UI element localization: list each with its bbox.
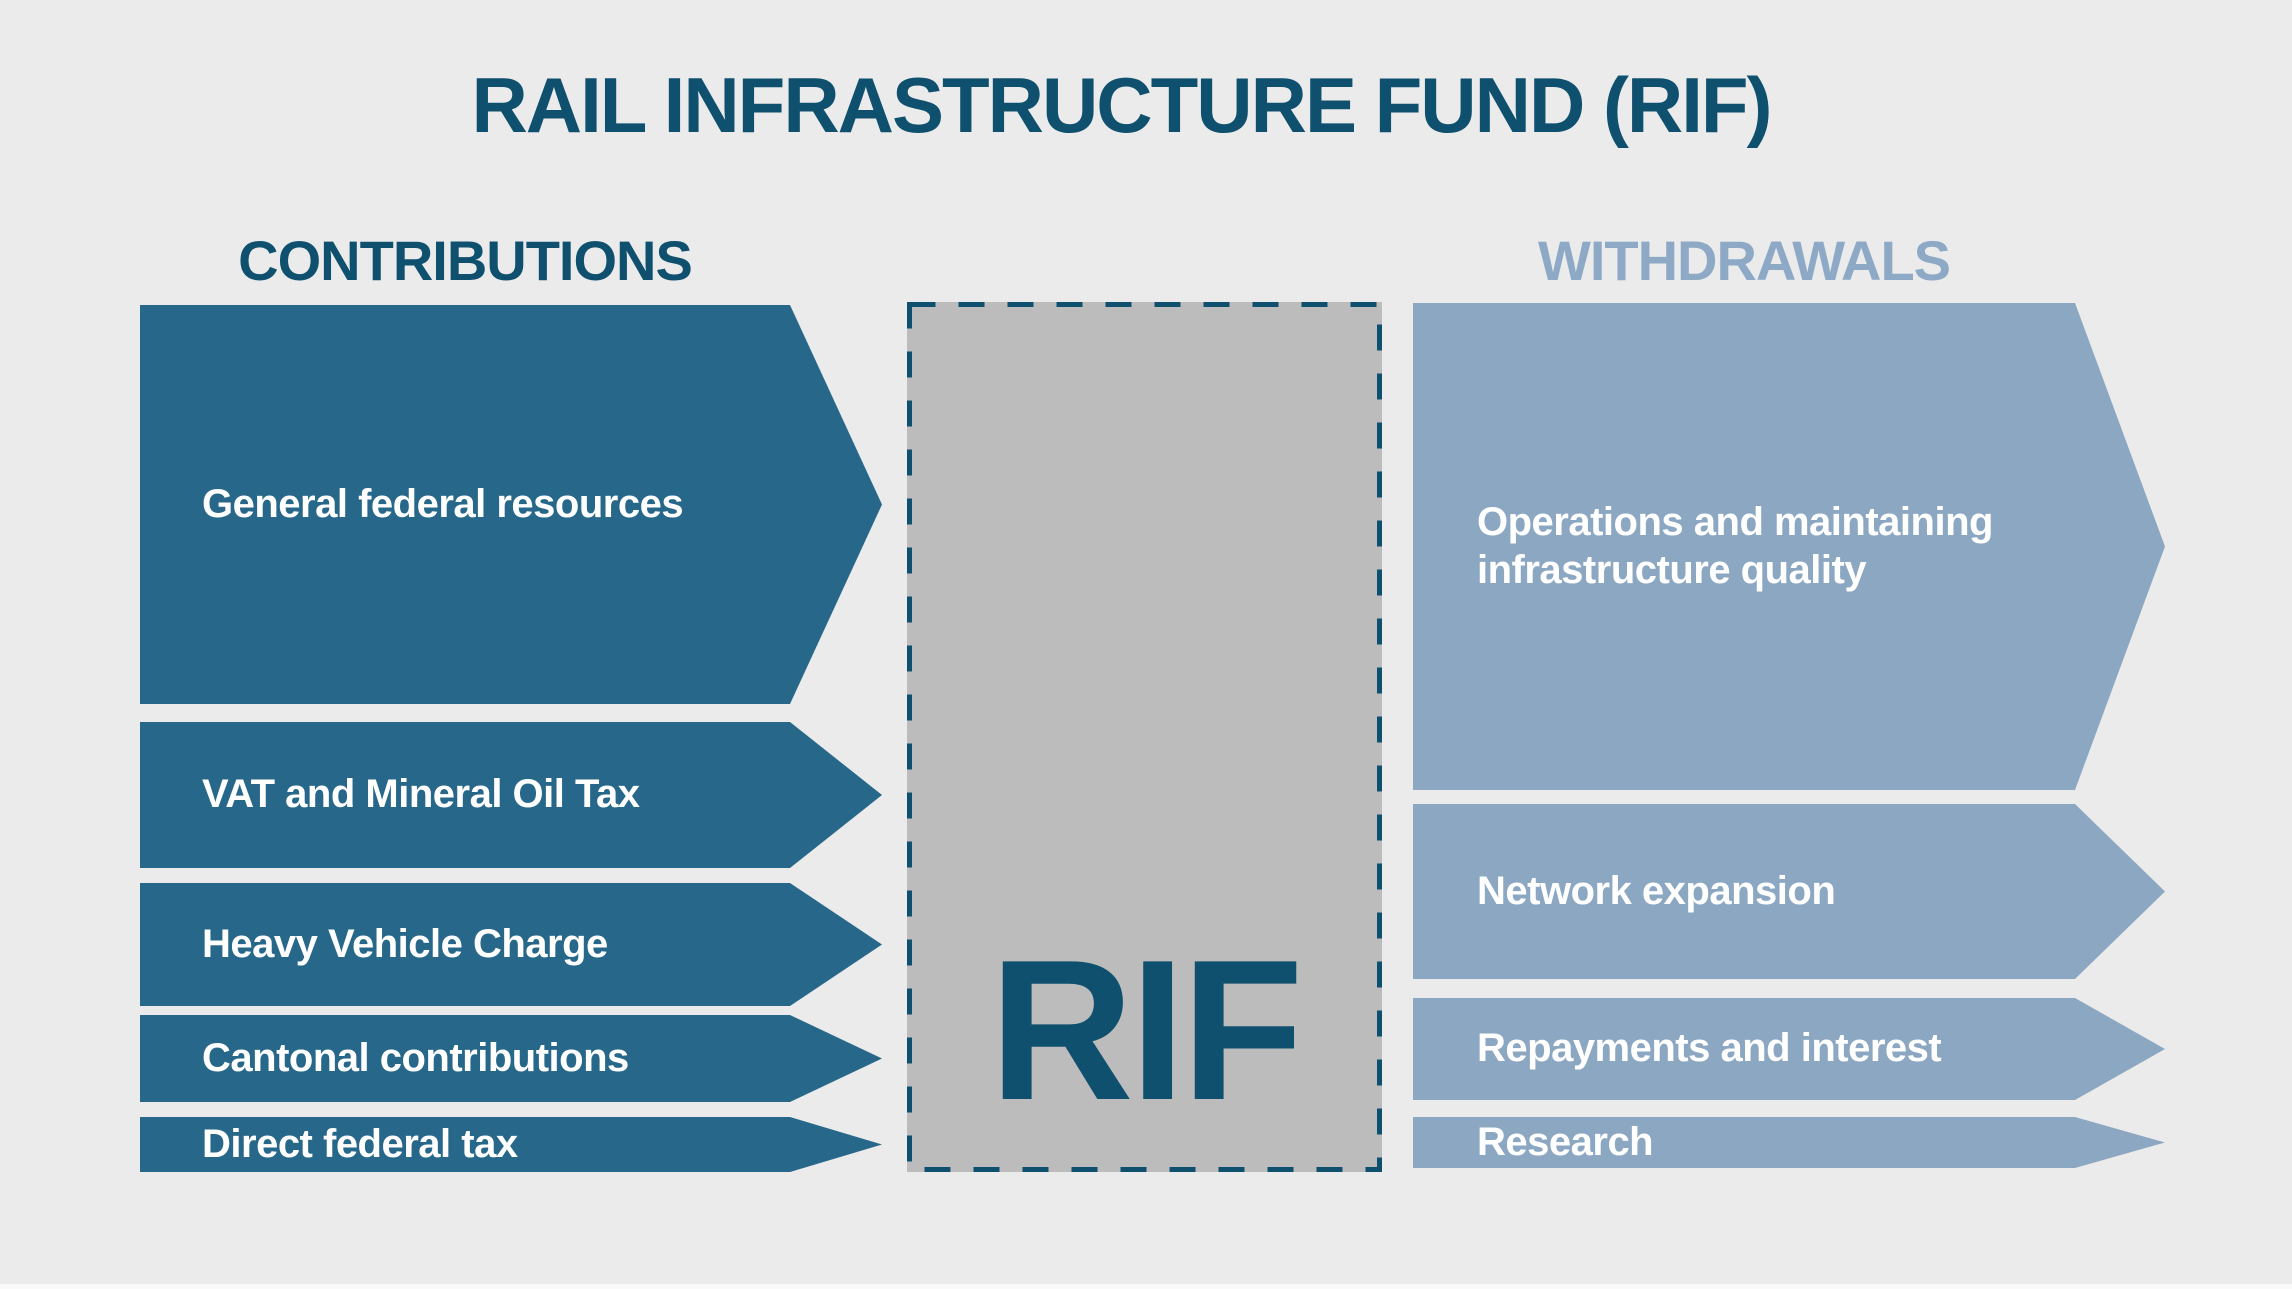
- withdrawal-arrow-repayments-and-interest: Repayments and interest: [1413, 998, 2165, 1100]
- arrow-label: Direct federal tax: [202, 1121, 518, 1166]
- contribution-arrow-cantonal-contributions: Cantonal contributions: [140, 1015, 882, 1102]
- withdrawal-arrow-network-expansion: Network expansion: [1413, 804, 2165, 979]
- withdrawals-heading: WITHDRAWALS: [1537, 229, 1951, 292]
- withdrawal-arrow-operations-and-maintenance: Operations and maintaining infrastructur…: [1413, 303, 2165, 790]
- arrow-label: Network expansion: [1477, 868, 1836, 913]
- withdrawal-arrow-research: Research: [1413, 1117, 2165, 1168]
- arrow-label: General federal resources: [202, 481, 684, 526]
- page-title: RAIL INFRASTRUCTURE FUND (RIF): [471, 61, 1772, 149]
- contribution-arrow-heavy-vehicle-charge: Heavy Vehicle Charge: [140, 883, 882, 1006]
- rif-fund-box: RIF: [907, 302, 1382, 1172]
- arrow-label: VAT and Mineral Oil Tax: [202, 772, 640, 817]
- contribution-arrow-general-federal-resources: General federal resources: [140, 305, 882, 704]
- arrow-label: Research: [1477, 1119, 1654, 1164]
- arrow-label: Repayments and interest: [1477, 1026, 1942, 1071]
- rif-box-dashed-border: [907, 302, 1382, 1172]
- rif-label: RIF: [989, 919, 1303, 1142]
- arrow-label: Heavy Vehicle Charge: [202, 921, 608, 966]
- arrow-label: Operations and maintaining infrastructur…: [1477, 500, 1993, 592]
- bottom-edge-strip: [0, 1284, 2292, 1289]
- contribution-arrow-direct-federal-tax: Direct federal tax: [140, 1117, 882, 1172]
- contributions-heading: CONTRIBUTIONS: [238, 229, 693, 292]
- contribution-arrow-vat-and-mineral-oil-tax: VAT and Mineral Oil Tax: [140, 722, 882, 868]
- arrow-label: Cantonal contributions: [202, 1035, 629, 1080]
